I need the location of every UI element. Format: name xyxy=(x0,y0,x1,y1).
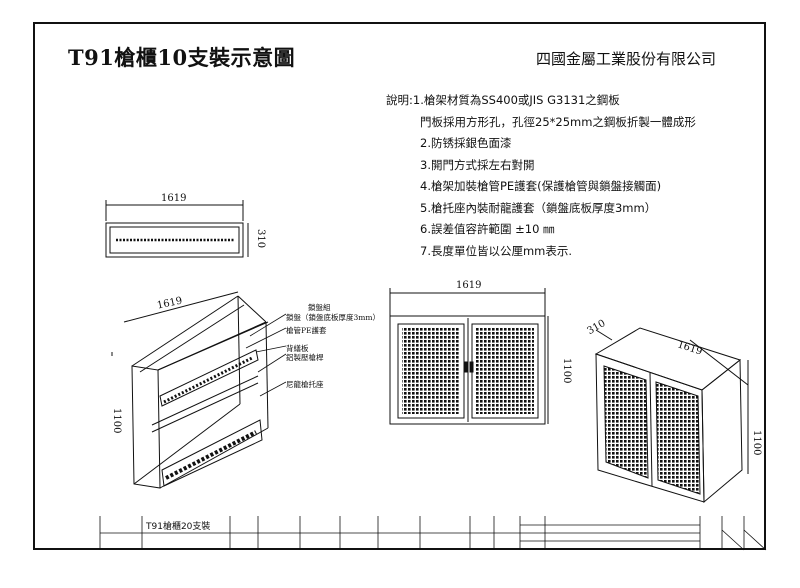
top-view xyxy=(105,200,249,258)
iso-height-dim: 1100 xyxy=(111,408,122,434)
note-line: 7.長度單位皆以公厘mm表示. xyxy=(420,243,573,258)
top-depth-dim: 310 xyxy=(255,229,266,249)
company-name: 四國金屬工業股份有限公司 xyxy=(536,50,717,68)
front-height-dim: 1100 xyxy=(561,358,572,384)
note-line: 6.誤差值容許範圍 ±10 ㎜ xyxy=(420,222,555,236)
note-line: 3.開門方式採左右對開 xyxy=(420,157,535,172)
title-block-grid xyxy=(99,516,767,551)
callout-butt-seat: 尼龍槍托座 xyxy=(286,380,324,389)
top-width-dim: 1619 xyxy=(161,193,187,204)
drawing-frame xyxy=(33,22,766,550)
right-height-dim: 1100 xyxy=(751,430,762,456)
drawing-title: T91槍櫃10支裝示意圖 xyxy=(68,45,296,70)
callout-lock-group: 鎖盤組 xyxy=(308,303,331,312)
callout-lock-plate: 鎖盤（鎖盤底板厚度3mm） xyxy=(286,313,380,322)
callout-barrel-sleeve: 槍管PE護套 xyxy=(286,326,327,335)
isometric-view xyxy=(111,291,269,489)
callout-leaders xyxy=(245,313,287,397)
note-line: 說明:1.槍架材質為SS400或JIS G3131之鋼板 xyxy=(386,93,620,107)
note-line: 4.槍架加裝槍管PE護套(保護槍管與鎖盤接觸面) xyxy=(420,179,662,193)
title-block-drawing-name: T91槍櫃20支裝 xyxy=(146,522,211,532)
callout-pressure-bar: 鋁製壓槍桿 xyxy=(286,353,324,362)
notes-block: 說明:1.槍架材質為SS400或JIS G3131之鋼板 門板採用方形孔，孔徑2… xyxy=(386,90,696,262)
front-width-dim: 1619 xyxy=(456,280,482,291)
note-line: 門板採用方形孔，孔徑25*25mm之鋼板折製一體成形 xyxy=(420,114,696,129)
closed-isometric-view xyxy=(594,327,749,504)
note-line: 2.防锈採銀色面漆 xyxy=(420,136,512,150)
note-line: 5.槍托座內裝耐龍護套（鎖盤底板厚度3mm） xyxy=(420,200,657,215)
callout-back-panel: 背繕板 xyxy=(286,344,309,353)
